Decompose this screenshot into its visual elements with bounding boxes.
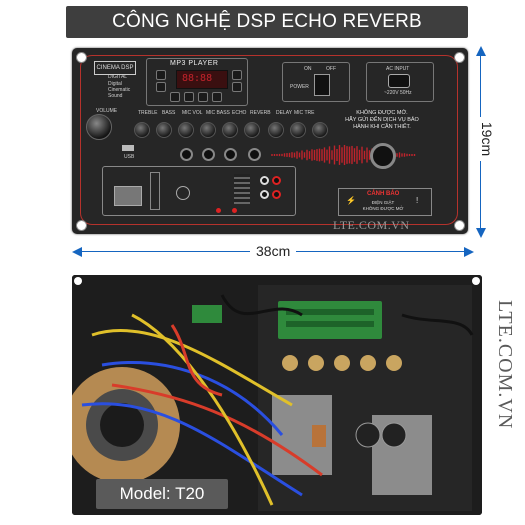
knob-label-treble: TREBLE — [138, 110, 158, 116]
brand-sub: DIGITAL — [108, 74, 128, 80]
warning-line-2: HÃY GỬI ĐẾN DỊCH VỤ BẢO — [345, 117, 419, 123]
rca-white-1[interactable] — [260, 176, 269, 185]
mic-jack[interactable] — [248, 148, 261, 161]
arrow-up-icon — [476, 46, 486, 56]
ac-input-socket[interactable] — [388, 74, 410, 88]
feature-2: Cinematic — [108, 87, 131, 93]
power-on-label: ON — [304, 66, 312, 72]
guitar-jack[interactable] — [202, 148, 215, 161]
model-label: Model: T20 — [96, 479, 228, 509]
mp3-player-frame — [146, 58, 248, 106]
repeat-button[interactable] — [232, 70, 242, 80]
led-indicator — [216, 208, 221, 213]
ac-voltage-label: ~220V 50Hz — [384, 90, 412, 96]
title-banner: CÔNG NGHỆ DSP ECHO REVERB — [66, 6, 468, 38]
mount-hole — [76, 52, 87, 63]
caution-title: CẢNH BÁO — [367, 191, 400, 197]
warning-line-1: KHÔNG ĐƯỢC MỞ. — [356, 110, 408, 116]
panel-red-border — [80, 55, 458, 225]
feature-3: Sound — [108, 93, 123, 99]
warning-notice: KHÔNG ĐƯỢC MỞ. HÃY GỬI ĐẾN DỊCH VỤ BẢO H… — [334, 110, 430, 140]
caution-line-1: ĐIỆN GIẬT — [371, 200, 395, 205]
amplifier-front-panel: CINEMA DSP DIGITAL Digital Cinematic Sou… — [72, 48, 468, 234]
mode-button[interactable] — [156, 70, 166, 80]
eq-button[interactable] — [232, 82, 242, 92]
delay-knob[interactable] — [268, 122, 284, 138]
rca-white-2[interactable] — [260, 190, 269, 199]
mic-vol2-knob[interactable] — [312, 122, 328, 138]
mount-hole — [454, 220, 465, 231]
dc-terminal[interactable] — [114, 186, 142, 206]
caution-line-2: KHÔNG ĐƯỢC MỞ — [362, 206, 404, 211]
power-switch[interactable] — [314, 74, 330, 96]
arrow-left-icon — [72, 247, 82, 257]
side-watermark: LTE.COM.VN — [494, 300, 516, 430]
rca-red-2[interactable] — [272, 190, 281, 199]
power-frame — [282, 62, 350, 102]
mic-jack[interactable] — [224, 148, 237, 161]
lightning-icon: ⚡ — [346, 196, 356, 205]
knob-label-reverb: REVERB — [250, 110, 271, 116]
knob-label-mic-bass: MIC BASS — [206, 110, 230, 116]
feature-1: Digital — [108, 81, 122, 87]
volume-label: VOLUME — [96, 108, 118, 114]
knob-label-bass: BASS — [162, 110, 176, 116]
fan-icon — [176, 186, 190, 200]
arrow-down-icon — [476, 228, 486, 238]
width-dimension-label: 38cm — [250, 243, 297, 259]
wireless-mic-socket[interactable] — [370, 143, 396, 169]
prev-button[interactable] — [170, 92, 180, 102]
reverb-knob[interactable] — [244, 122, 260, 138]
echo-knob[interactable] — [222, 122, 238, 138]
led-indicator — [232, 208, 237, 213]
warning-line-3: HÀNH KHI CẦN THIẾT. — [353, 124, 411, 130]
knob-label-mic-vol: MIC VOL — [182, 110, 203, 116]
speaker-terminal[interactable] — [234, 174, 250, 204]
treble-knob[interactable] — [134, 122, 150, 138]
display-value: 88:88 — [182, 73, 213, 84]
mount-hole — [76, 220, 87, 231]
brand-logo: CINEMA DSP — [94, 61, 136, 75]
ac-input-label: AC INPUT — [386, 66, 410, 72]
usb-label: USB — [124, 154, 135, 160]
amplifier-circuit-board-photo — [72, 275, 482, 515]
mp3-player-title: MP3 PLAYER — [170, 60, 219, 67]
volume-knob[interactable] — [86, 114, 112, 140]
knob-label-mic-tre: MIC TRE — [294, 110, 315, 116]
knob-label-echo: ECHO — [232, 110, 247, 116]
mic-bass-knob[interactable] — [200, 122, 216, 138]
mic-treble-knob[interactable] — [290, 122, 306, 138]
arrow-right-icon — [464, 247, 474, 257]
circuit-board-illustration — [72, 275, 482, 515]
caution-text: ĐIỆN GIẬT KHÔNG ĐƯỢC MỞ — [358, 200, 408, 212]
knob-label-delay: DELAY — [276, 110, 293, 116]
usb-port[interactable] — [122, 145, 134, 151]
vol-down-button[interactable] — [198, 92, 208, 102]
watermark: LTE.COM.VN — [333, 218, 410, 232]
led-display — [176, 70, 228, 89]
caution-box — [338, 188, 432, 216]
rca-red-1[interactable] — [272, 176, 281, 185]
height-dimension-label: 19cm — [476, 117, 498, 161]
bass-knob[interactable] — [156, 122, 172, 138]
play-button[interactable] — [156, 82, 166, 92]
guitar-jack[interactable] — [180, 148, 193, 161]
fuse-holder — [150, 172, 160, 210]
ac-input-frame — [366, 62, 434, 102]
mount-hole — [454, 52, 465, 63]
mic-vol-knob[interactable] — [178, 122, 194, 138]
power-label: POWER — [290, 84, 309, 90]
exclamation-icon: ! — [416, 196, 419, 205]
power-off-label: OFF — [326, 66, 336, 72]
dc-input-section — [102, 166, 296, 216]
next-button[interactable] — [184, 92, 194, 102]
vol-up-button[interactable] — [212, 92, 222, 102]
